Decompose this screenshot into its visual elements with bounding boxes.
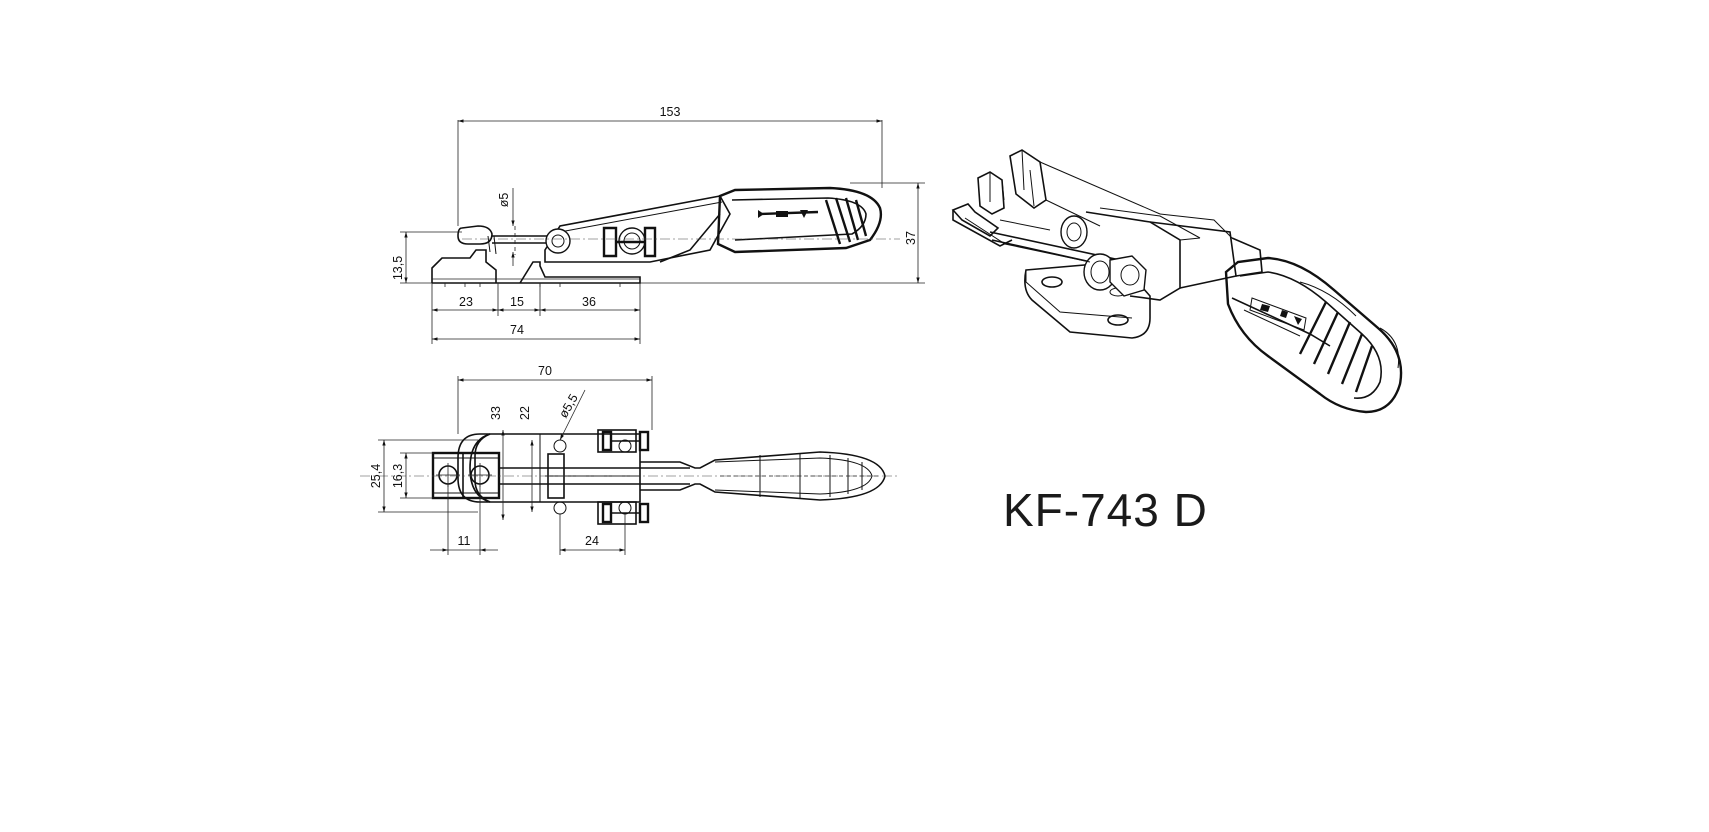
dim-22: 22 [518, 406, 532, 420]
top-view-mounting-holes [553, 439, 632, 515]
iso-pivot-bodies [1060, 207, 1201, 301]
iso-link-arm [1149, 213, 1263, 289]
top-view-dimensions: 70 33 22 ø5,5 25,4 16,3 11 24 [369, 364, 653, 555]
side-view [431, 186, 900, 290]
isometric-view [951, 149, 1403, 414]
side-view-dimensions: 153 37 ø5 13,5 23 15 36 74 [391, 105, 925, 344]
dim-24: 24 [585, 534, 599, 548]
iso-hook [951, 149, 1161, 247]
iso-base-plate [1024, 261, 1151, 339]
side-view-handle [716, 186, 883, 254]
dim-pin-diameter: ø5 [497, 193, 511, 208]
dim-height: 37 [904, 231, 918, 245]
dim-inner-width: 16,3 [391, 464, 405, 488]
dim-33: 33 [489, 406, 503, 420]
dim-length: 70 [538, 364, 552, 378]
side-view-pivots [545, 226, 657, 258]
dim-seg-b: 15 [510, 295, 524, 309]
model-number-title: KF-743 D [1003, 484, 1208, 536]
top-view-nuts [597, 429, 650, 525]
dim-base-height: 13,5 [391, 256, 405, 280]
dim-width: 25,4 [369, 464, 383, 488]
dim-11: 11 [458, 534, 471, 548]
iso-handle [1224, 256, 1403, 414]
dim-seg-c: 36 [582, 295, 596, 309]
iso-rod-lower [964, 217, 1091, 263]
top-view-hook-block [431, 451, 501, 500]
dim-seg-a: 23 [459, 295, 473, 309]
dim-base-length: 74 [510, 323, 524, 337]
side-view-link-arm [544, 195, 731, 263]
top-view [360, 429, 900, 525]
iso-handle-logo [1249, 297, 1307, 331]
dim-overall-length: 153 [660, 105, 681, 119]
